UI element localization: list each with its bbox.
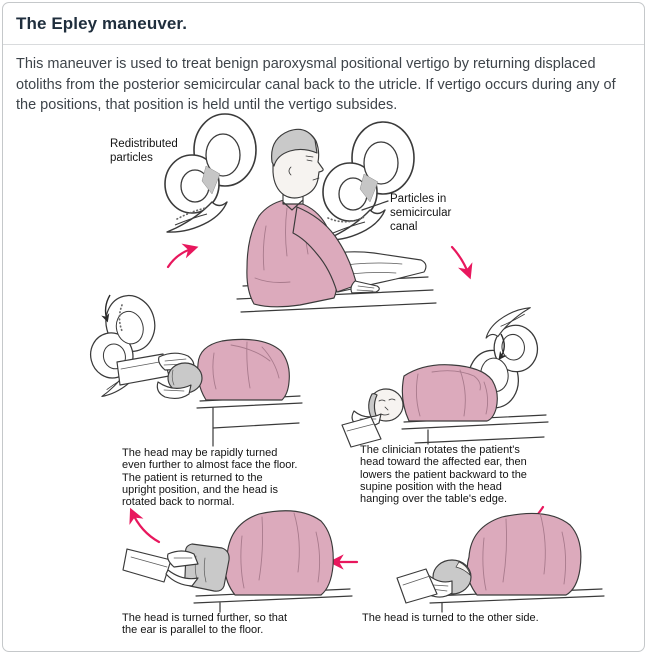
patient-body <box>197 338 290 401</box>
particle-stipple <box>176 207 207 220</box>
arrow-up-right <box>166 243 199 269</box>
page-title: The Epley maneuver. <box>16 14 188 33</box>
inner-ear-top-right <box>322 121 415 241</box>
inner-ear-mid-right <box>459 306 546 412</box>
patient-head-turned-other-side-figure <box>396 512 605 613</box>
table-front <box>212 422 300 429</box>
particle-stipple <box>327 216 365 223</box>
patient-head-turned-further-figure <box>122 510 353 613</box>
table-edge <box>193 595 353 604</box>
table-front <box>414 436 545 444</box>
clinician-hand <box>167 550 199 568</box>
patient-body <box>466 512 582 596</box>
arrow-down <box>450 245 473 280</box>
collar <box>282 199 304 211</box>
clinician-hand <box>165 569 199 587</box>
caption-lower-supine: The clinician rotates the patient's head… <box>360 444 527 506</box>
arrow-up-left <box>129 507 161 544</box>
caption-turn-further: The head is turned further, so that the … <box>122 612 288 637</box>
patient-return-upright-figure <box>116 338 303 447</box>
table-edge <box>196 402 303 409</box>
patient-supine-figure <box>341 364 549 448</box>
label-redistributed-particles: Redistributed particles <box>110 138 178 165</box>
label-particles-in-canal: Particles in semicircular canal <box>390 193 452 234</box>
card-header: The Epley maneuver. <box>3 3 644 45</box>
clinician-sleeve <box>396 568 438 604</box>
caption-return-upright: The head may be rapidly turned even furt… <box>122 447 298 509</box>
particles-shading <box>359 173 379 203</box>
inner-ear-top-left <box>164 113 257 233</box>
rotation-arrow <box>101 294 111 323</box>
patient-body <box>401 364 498 422</box>
redistributed-particles-shading <box>201 165 221 195</box>
table-edge <box>401 421 549 430</box>
inner-ear-mid-left <box>77 289 170 398</box>
card-description: This maneuver is used to treat benign pa… <box>16 56 616 114</box>
epley-illustration <box>77 113 605 613</box>
patient-body <box>224 510 334 596</box>
epley-figure: Redistributed particles Particles in sem… <box>0 108 648 657</box>
caption-turn-other-side: The head is turned to the other side. <box>362 612 539 624</box>
table-edge <box>240 302 437 313</box>
label-pointer-line <box>361 200 389 211</box>
patient-face <box>455 561 471 577</box>
patient-sitting-figure <box>236 128 437 313</box>
patient-hair <box>271 128 318 167</box>
patient-arm <box>292 206 358 293</box>
rotation-arrow <box>498 333 507 361</box>
table-edge <box>429 595 605 604</box>
clinician-sleeve <box>122 548 172 583</box>
